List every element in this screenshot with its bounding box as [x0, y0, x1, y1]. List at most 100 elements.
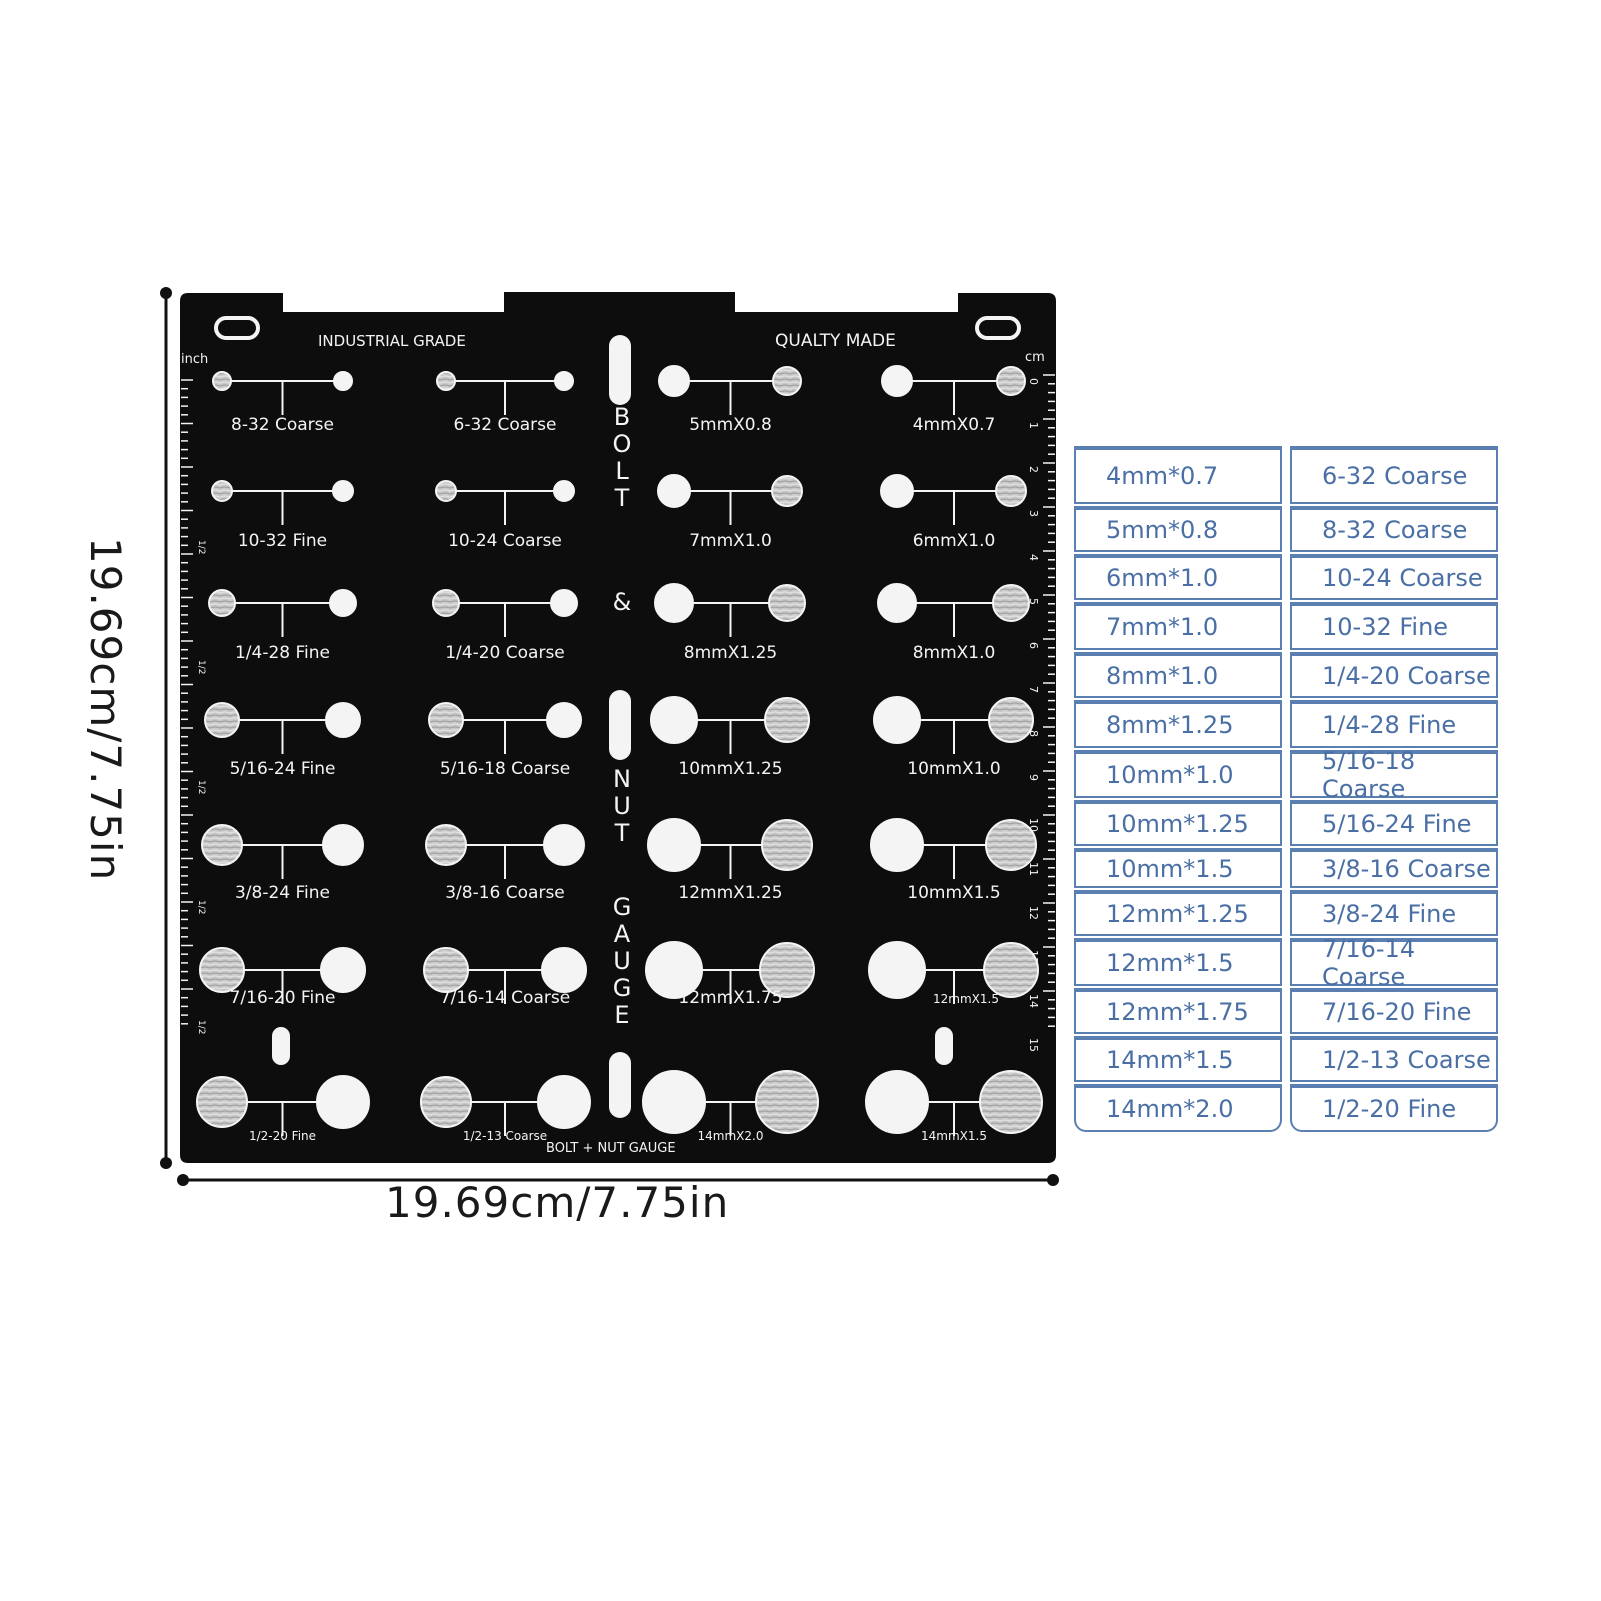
gauge-size-label: 6mmX1.0 [913, 531, 996, 551]
imperial-size-cell: 1/4-20 Coarse [1290, 652, 1498, 698]
center-word-letter: L [615, 457, 629, 485]
bolt-hole [208, 589, 236, 617]
gauge-pair: 14mmX1.5 [865, 1070, 1043, 1143]
center-word-letter: T [614, 484, 630, 512]
imperial-size-cell: 3/8-16 Coarse [1290, 848, 1498, 888]
metric-size-cell: 12mm*1.5 [1074, 938, 1282, 986]
imperial-size-cell: 5/16-18 Coarse [1290, 747, 1498, 803]
gauge-size-label: 3/8-16 Coarse [445, 883, 565, 903]
gauge-size-label: 8mmX1.25 [684, 643, 777, 663]
metric-size-cell: 6mm*1.0 [1074, 554, 1282, 600]
gauge-pair: 8mmX1.0 [877, 583, 1030, 663]
bolt-hole [992, 584, 1030, 622]
nut-hole [645, 941, 703, 999]
bolt-hole [755, 1070, 819, 1134]
side-slot-left [272, 1027, 290, 1065]
metric-size-cell: 14mm*2.0 [1074, 1084, 1282, 1132]
gauge-pair: 7mmX1.0 [657, 474, 803, 551]
gauge-pair: 10mmX1.25 [650, 696, 810, 779]
gauge-size-label: 10mmX1.5 [907, 883, 1000, 903]
bolt-hole [212, 371, 232, 391]
gauge-pair: 5mmX0.8 [658, 365, 802, 435]
gauge-size-label: 10mmX1.0 [907, 759, 1000, 779]
side-slot-right [935, 1027, 953, 1065]
gauge-pair: 8-32 Coarse [212, 371, 353, 435]
cm-ruler-label: cm [1025, 350, 1045, 365]
gauge-size-label: 6-32 Coarse [454, 415, 557, 435]
inch-ruler-label: inch [181, 352, 208, 367]
gauge-size-label: 1/2-13 Coarse [463, 1129, 547, 1143]
gauge-pair: 1/4-20 Coarse [432, 589, 578, 663]
imperial-size-cell: 8-32 Coarse [1290, 506, 1498, 552]
inch-tick-label: 1/2 [196, 660, 206, 674]
cm-tick-label: 5 [1027, 598, 1040, 605]
gauge-pair: 5/16-18 Coarse [428, 702, 582, 779]
bolt-hole [211, 480, 233, 502]
center-slot-middle [609, 690, 631, 760]
gauge-size-label: 8-32 Coarse [231, 415, 334, 435]
nut-hole [642, 1070, 706, 1134]
gauge-pair: 1/2-13 Coarse [420, 1075, 591, 1143]
center-word-letter: T [614, 819, 630, 847]
gauge-size-label: 4mmX0.7 [913, 415, 996, 435]
imperial-size-cell: 1/2-20 Fine [1290, 1084, 1498, 1132]
nut-hole [543, 824, 585, 866]
gauge-size-label: 10mmX1.25 [678, 759, 782, 779]
nut-hole [322, 824, 364, 866]
gauge-size-label: 7/16-20 Fine [230, 988, 336, 1008]
nut-hole [550, 589, 578, 617]
gauge-pair: 1/4-28 Fine [208, 589, 357, 663]
metric-size-cell: 10mm*1.25 [1074, 800, 1282, 846]
nut-hole [333, 371, 353, 391]
center-word-letter: G [613, 893, 632, 921]
imperial-size-cell: 10-32 Fine [1290, 602, 1498, 650]
nut-hole [541, 947, 587, 993]
bolt-hole [772, 366, 802, 396]
bolt-hole [432, 589, 460, 617]
nut-hole [873, 696, 921, 744]
gauge-pair: 7/16-20 Fine [199, 947, 366, 1008]
bolt-hole [436, 371, 456, 391]
nut-hole [554, 371, 574, 391]
gauge-size-label: 5/16-18 Coarse [440, 759, 570, 779]
center-word-letter: U [613, 792, 631, 820]
gauge-size-label: 10-32 Fine [238, 531, 327, 551]
height-dimension-line [160, 287, 172, 1169]
imperial-size-cell: 5/16-24 Fine [1290, 800, 1498, 846]
cm-tick-label: 4 [1027, 554, 1040, 561]
cm-tick-label: 0 [1027, 378, 1040, 385]
bolt-hole [204, 702, 240, 738]
gauge-pair: 3/8-16 Coarse [425, 824, 585, 903]
gauge-size-label: 7/16-14 Coarse [440, 988, 570, 1008]
plate-quality-made-text: QUALTY MADE [775, 331, 896, 351]
inch-tick-label: 1/2 [196, 1020, 206, 1034]
bolt-hole [988, 697, 1034, 743]
imperial-size-cell: 6-32 Coarse [1290, 446, 1498, 504]
nut-hole [546, 702, 582, 738]
nut-hole [654, 583, 694, 623]
bolt-hole [420, 1076, 472, 1128]
gauge-pair: 8mmX1.25 [654, 583, 806, 663]
width-dimension-label: 19.69cm/7.75in [385, 1178, 730, 1227]
height-dimension-label: 19.69cm/7.75in [81, 537, 130, 882]
bolt-hole [771, 475, 803, 507]
bolt-hole [995, 475, 1027, 507]
metric-size-cell: 7mm*1.0 [1074, 602, 1282, 650]
cm-tick-label: 14 [1027, 994, 1040, 1008]
gauge-size-label: 1/4-28 Fine [235, 643, 330, 663]
center-word-letter: O [613, 430, 632, 458]
nut-hole [658, 365, 690, 397]
gauge-pair: 10mmX1.0 [873, 696, 1034, 779]
bolt-hole [201, 824, 243, 866]
cm-tick-label: 1 [1027, 422, 1040, 429]
gauge-pair: 4mmX0.7 [881, 365, 1026, 435]
nut-hole [325, 702, 361, 738]
metric-size-cell: 4mm*0.7 [1074, 446, 1282, 504]
gauge-size-label: 7mmX1.0 [689, 531, 772, 551]
gauge-pair: 6-32 Coarse [436, 371, 574, 435]
metric-size-cell: 12mm*1.25 [1074, 890, 1282, 936]
